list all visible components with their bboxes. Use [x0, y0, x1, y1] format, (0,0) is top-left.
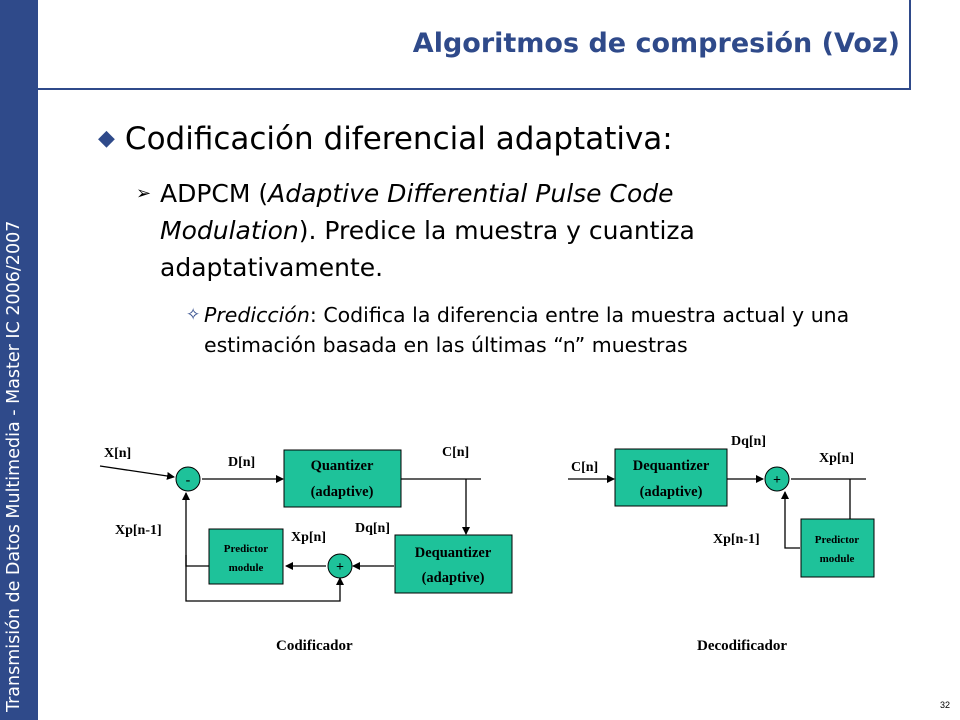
encoder-subtractor-node	[175, 466, 201, 492]
encoder-c-label: C[n]	[442, 445, 469, 460]
bullet-level-2-italic: Adaptive Differential Pulse Code Modulat…	[160, 179, 674, 245]
bullet-level-2: ➢ ADPCM (Adaptive Differential Pulse Cod…	[136, 175, 806, 286]
encoder-quantizer-line-1: Quantizer	[311, 458, 374, 474]
decoder-dequantizer-line-2: (adaptive)	[640, 484, 703, 500]
arrow-bullet-icon: ➢	[136, 183, 152, 204]
bullet-level-2-prefix: ADPCM (	[160, 179, 269, 208]
decoder-diagram	[568, 475, 866, 549]
encoder-quantizer-block	[283, 449, 402, 508]
decoder-c-label: C[n]	[571, 460, 598, 475]
title-vertical-rule	[909, 0, 911, 90]
encoder-predictor-block	[208, 528, 284, 585]
encoder-caption: Codificador	[276, 638, 353, 654]
decoder-dq-label: Dq[n]	[731, 434, 766, 449]
decoder-predictor-line-2: module	[820, 553, 855, 565]
bullet-level-3-body: : Codifica la diferencia entre la muestr…	[204, 303, 850, 357]
bullet-level-2-text: ADPCM (Adaptive Differential Pulse Code …	[160, 175, 806, 286]
decoder-xp1-feedback-arrow	[781, 491, 800, 549]
encoder-quantizer-line-2: (adaptive)	[311, 484, 374, 500]
decoder-adder-sign: +	[773, 473, 781, 488]
encoder-subtractor-sign: -	[186, 473, 191, 488]
bullet-level-3-italic: Predicción	[204, 303, 310, 327]
decoder-adder-node	[764, 466, 790, 492]
encoder-adder-sign: +	[336, 560, 344, 575]
encoder-d-label: D[n]	[228, 455, 255, 470]
decoder-dequantizer-block	[614, 448, 728, 507]
page-number: 32	[940, 700, 951, 710]
sidebar-band: Transmisión de Datos Multimedia - Master…	[0, 0, 38, 720]
diamond-bullet-icon: ◆	[98, 126, 115, 151]
encoder-adder-feedback-arrow	[185, 555, 344, 602]
decoder-xp-label: Xp[n]	[819, 451, 854, 466]
slide-title: Algoritmos de compresión (Voz)	[412, 28, 900, 59]
encoder-dequantizer-line-1: Dequantizer	[415, 545, 492, 561]
encoder-dq-label: Dq[n]	[355, 521, 390, 536]
encoder-predictor-line-2: module	[229, 562, 264, 574]
bullet-level-2-suffix: ). Predice la muestra y cuantiza adaptat…	[160, 216, 695, 282]
encoder-dequantizer-block	[394, 534, 513, 594]
encoder-xp1-feedback-arrow	[182, 492, 209, 567]
star-bullet-icon: ✧	[186, 305, 201, 325]
encoder-input-arrow	[99, 465, 175, 480]
encoder-xp-label: Xp[n]	[291, 530, 326, 545]
encoder-predictor-line-1: Predictor	[224, 543, 269, 555]
bullet-level-3-text: Predicción: Codifica la diferencia entre…	[204, 300, 926, 360]
encoder-adder-node	[327, 553, 353, 579]
decoder-caption: Decodificador	[697, 638, 787, 654]
decoder-dequantizer-line-1: Dequantizer	[633, 458, 710, 474]
decoder-predictor-line-1: Predictor	[815, 534, 860, 546]
bullet-level-1-text: Codificación diferencial adaptativa:	[124, 121, 673, 157]
title-rule	[38, 88, 910, 90]
decoder-predictor-block	[800, 518, 875, 578]
encoder-dequantizer-line-2: (adaptive)	[422, 570, 485, 586]
decoder-xp1-label: Xp[n-1]	[713, 532, 760, 547]
bullet-level-3: ✧ Predicción: Codifica la diferencia ent…	[186, 300, 926, 360]
bullet-level-1: ◆ Codificación diferencial adaptativa:	[98, 121, 673, 157]
encoder-diagram	[99, 465, 481, 602]
encoder-x-label: X[n]	[104, 446, 131, 461]
encoder-xp1-label: Xp[n-1]	[115, 523, 162, 538]
